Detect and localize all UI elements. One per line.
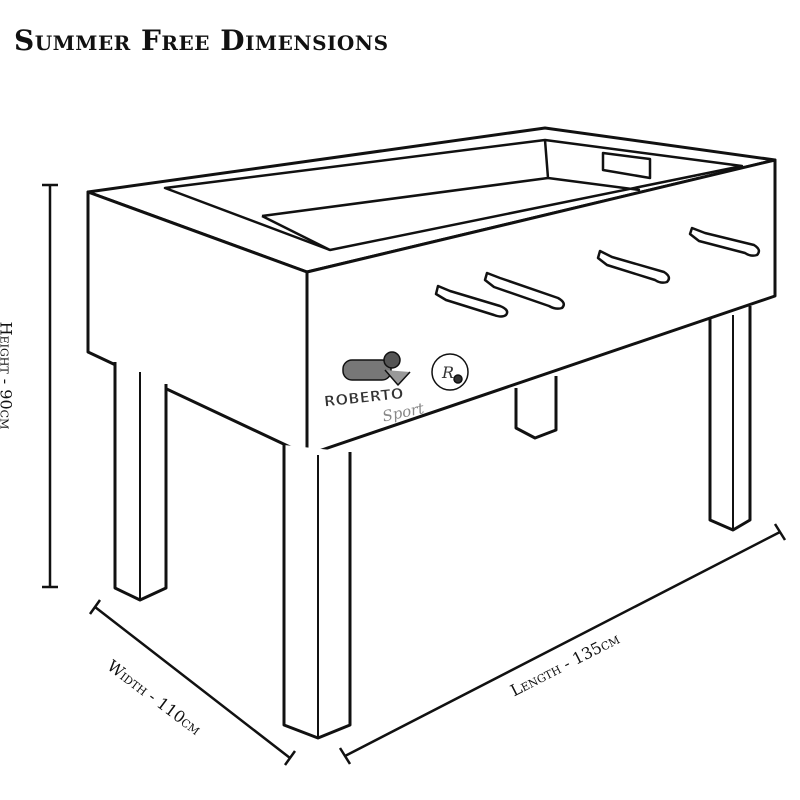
- page-title: Summer Free Dimensions: [14, 24, 389, 57]
- logo-brand: ROBERTO: [323, 384, 404, 410]
- height-label: Height - 90cm: [0, 321, 16, 430]
- height-dimension-line: [42, 183, 58, 589]
- width-dimension-line: [88, 599, 297, 766]
- rod-handle: [596, 249, 671, 284]
- logo-monogram: R: [441, 363, 454, 382]
- inner-rim: [163, 138, 744, 252]
- leg-back-right: [708, 306, 752, 532]
- rod-handle: [688, 226, 761, 257]
- side-face: [305, 158, 777, 457]
- rod-handle: [434, 284, 509, 318]
- player-rods: [434, 226, 761, 318]
- leg-back-middle: [514, 376, 558, 440]
- length-dimension-line: [338, 523, 787, 765]
- rod-handle: [483, 271, 566, 310]
- roberto-sport-logo: ROBERTO Sport R: [323, 351, 469, 426]
- goal-slot: [601, 151, 652, 180]
- playing-field: [261, 139, 641, 252]
